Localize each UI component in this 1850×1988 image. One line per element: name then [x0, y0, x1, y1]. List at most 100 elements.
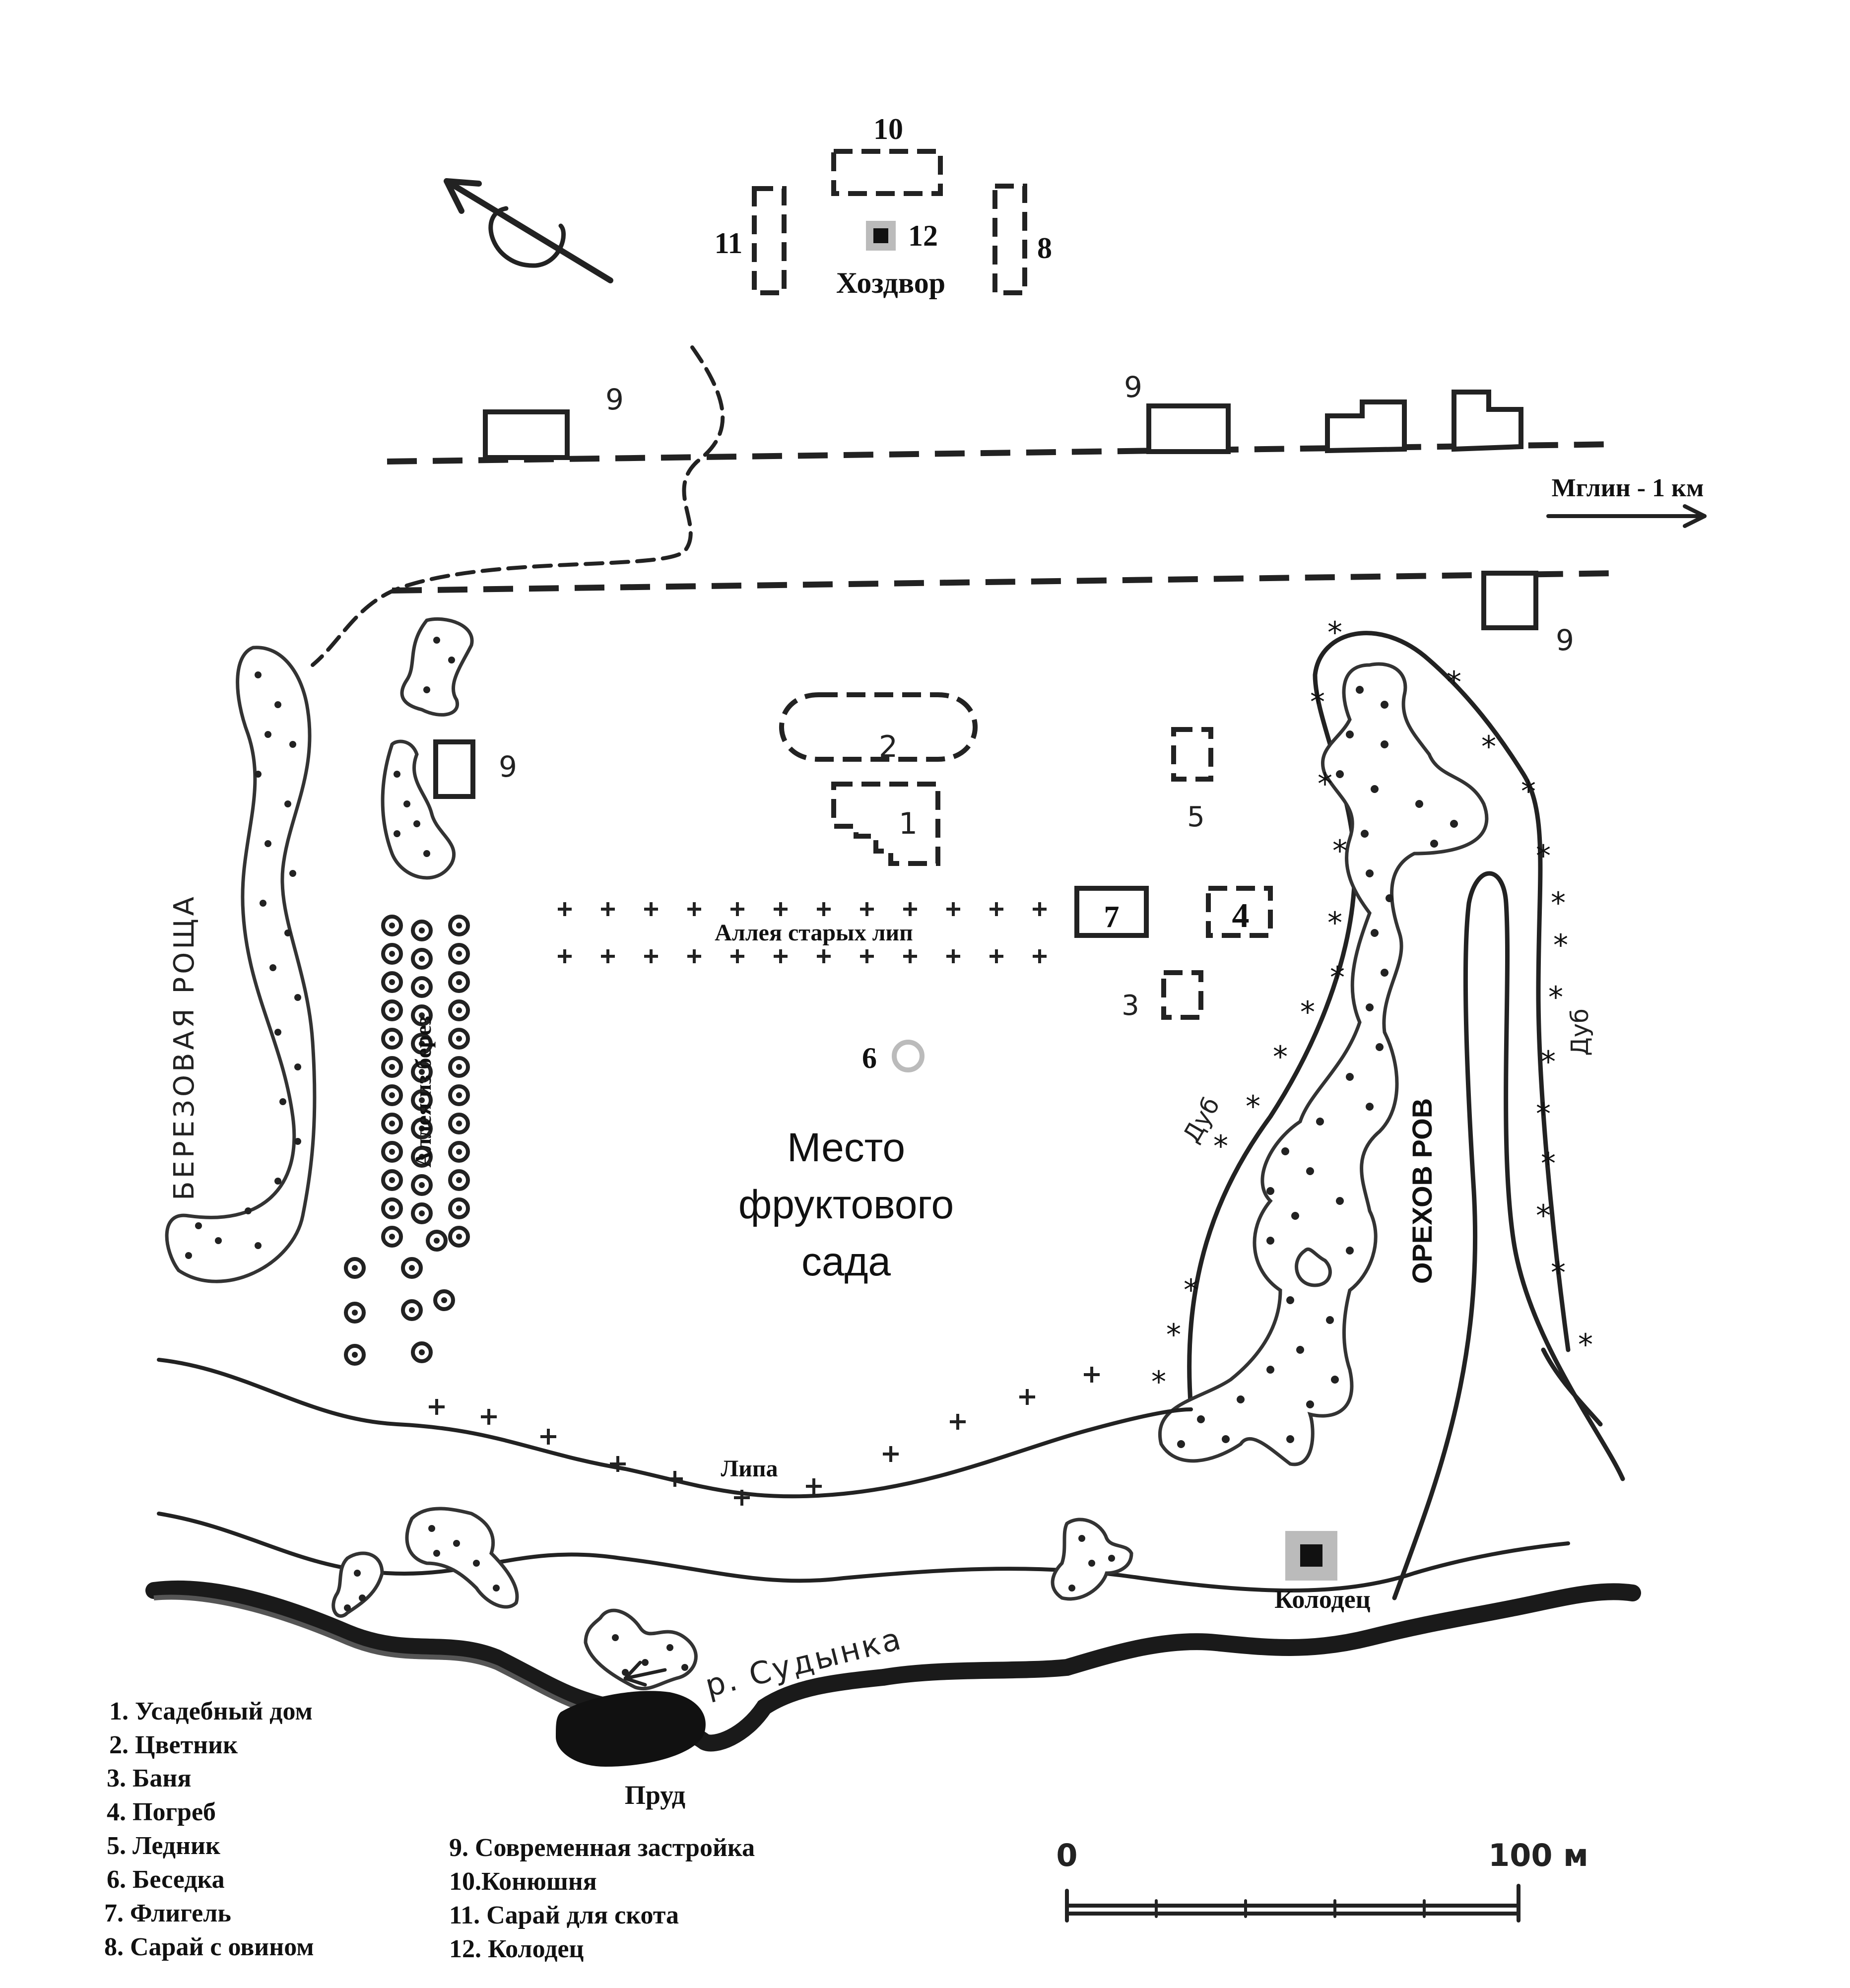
linden-tree-icon: [774, 949, 788, 963]
scale-end-label: 100 м: [1488, 1837, 1588, 1873]
svg-text:1: 1: [899, 806, 918, 841]
svg-text:4: 4: [1232, 897, 1250, 935]
linden-tree-icon: [903, 949, 917, 963]
legend-item: 11. Сарай для скота: [449, 1901, 679, 1929]
linden-tree-icon: [644, 949, 658, 963]
oak-tree-icon: *: [1327, 906, 1342, 940]
legend-item: 10.Конюшня: [449, 1867, 597, 1896]
legend-item: 7. Флигель: [104, 1899, 231, 1927]
svg-text:7: 7: [1104, 900, 1120, 934]
linden-tree-icon: [429, 1399, 445, 1415]
linden-tree-icon: [990, 949, 1003, 963]
oak-tree-icon: *: [1332, 834, 1347, 868]
oak-tree-icon: *: [1536, 1198, 1551, 1233]
pond-label: Пруд: [625, 1780, 685, 1810]
birch-alley: [344, 915, 470, 1366]
birch-grove-label: БЕРЕЗОВАЯ РОЩА: [168, 894, 200, 1200]
oak-tree-icon: *: [1310, 685, 1325, 720]
legend-item: 4. Погреб: [107, 1798, 216, 1826]
modern-buildings: 9 9 9 9: [433, 370, 1574, 799]
orchard-label: Место фруктового сада: [738, 1125, 954, 1284]
linden-label: Липа: [721, 1456, 778, 1482]
svg-text:2: 2: [879, 729, 898, 764]
oak-tree-icon: *: [1300, 995, 1315, 1030]
linden-tree-icon: [1033, 902, 1047, 916]
north-arrow-icon: [444, 178, 613, 283]
oak-tree-icon: *: [1548, 980, 1563, 1015]
oak-tree-icon: *: [1184, 1273, 1198, 1308]
legend-item: 2. Цветник: [109, 1731, 238, 1759]
linden-tree-icon: [481, 1409, 497, 1425]
threshing-barn-number: 8: [1037, 232, 1052, 265]
oak-tree-icon: *: [1151, 1365, 1166, 1399]
icehouse: [1171, 727, 1213, 782]
threshing-barn-building: [992, 184, 1027, 295]
road-direction-label: Мглин - 1 км: [1552, 474, 1704, 502]
linden-tree-icon: [860, 902, 874, 916]
well-label: Колодец: [1274, 1586, 1370, 1614]
linden-tree-icon: [1019, 1389, 1035, 1405]
linden-tree-icon: [817, 902, 831, 916]
oak-trees: **************************: [1151, 615, 1593, 1399]
ravine-label: ОРЕХОВ РОВ: [1406, 1098, 1438, 1284]
well-icon: [1285, 1531, 1337, 1581]
manor-house: [831, 782, 940, 866]
linden-tree-icon: [946, 902, 960, 916]
legend-item: 1. Усадебный дом: [109, 1697, 313, 1725]
linden-tree-icon: [644, 902, 658, 916]
stable-number: 10: [873, 113, 903, 145]
linden-tree-icon: [730, 949, 744, 963]
linden-tree-icon: [883, 1446, 899, 1462]
legend-item: 12. Колодец: [449, 1935, 584, 1963]
scale-start-label: 0: [1056, 1837, 1077, 1873]
oak-tree-icon: *: [1551, 1256, 1566, 1290]
oak-tree-icon: *: [1521, 774, 1536, 809]
linden-tree-icon: [687, 949, 701, 963]
linden-tree-icon: [601, 949, 615, 963]
oak-tree-icon: *: [1327, 615, 1342, 650]
bathhouse: [1161, 970, 1203, 1020]
legend: 1. Усадебный дом 2. Цветник 3. Баня 4. П…: [104, 1697, 755, 1963]
road-north-edge: [387, 441, 1618, 464]
svg-text:5: 5: [1187, 801, 1205, 833]
linden-tree-icon: [558, 902, 572, 916]
farmyard-label: Хоздвор: [836, 266, 945, 299]
linden-tree-icon: [734, 1490, 750, 1506]
wing-building: [1074, 886, 1149, 938]
oak-tree-icon: *: [1536, 839, 1551, 873]
legend-item: 3. Баня: [107, 1764, 191, 1792]
oak-label-right: Дуб: [1566, 1008, 1594, 1056]
oak-tree-icon: *: [1541, 1045, 1556, 1079]
svg-text:6: 6: [862, 1042, 877, 1074]
linden-tree-icon: [774, 902, 788, 916]
farmyard: 10 11 12 8 Хоздвор: [715, 113, 1052, 299]
birch-grove: БЕРЕЗОВАЯ РОЩА: [165, 646, 317, 1283]
linden-tree-icon: [540, 1429, 556, 1445]
small-groves: [381, 617, 474, 880]
oak-tree-icon: *: [1536, 1097, 1551, 1131]
linden-tree-icon: [806, 1478, 822, 1494]
linden-tree-icon: [946, 949, 960, 963]
valley-edge-lower: [157, 1512, 1570, 1592]
legend-item: 6. Беседка: [107, 1865, 225, 1894]
river-groves: [331, 1507, 1133, 1691]
svg-text:3: 3: [1122, 990, 1139, 1022]
oak-tree-icon: *: [1481, 729, 1496, 764]
linden-tree-icon: [860, 949, 874, 963]
svg-text:9: 9: [605, 383, 624, 416]
linden-tree-icon: [1033, 949, 1047, 963]
linden-tree-icon: [903, 902, 917, 916]
road-direction: Мглин - 1 км: [1546, 474, 1707, 528]
linden-tree-icon: [817, 949, 831, 963]
legend-item: 8. Сарай с овином: [104, 1933, 314, 1961]
road-south-edge: [392, 570, 1618, 594]
oak-tree-icon: *: [1541, 1146, 1556, 1181]
scale-bar: 0 100 м: [1056, 1837, 1588, 1922]
oak-tree-icon: *: [1447, 665, 1461, 700]
linden-tree-icon: [1084, 1367, 1100, 1383]
stable-building: [831, 149, 943, 196]
oak-tree-icon: *: [1166, 1318, 1181, 1352]
oak-tree-icon: *: [1551, 886, 1566, 921]
gazebo-icon: [892, 1040, 925, 1072]
